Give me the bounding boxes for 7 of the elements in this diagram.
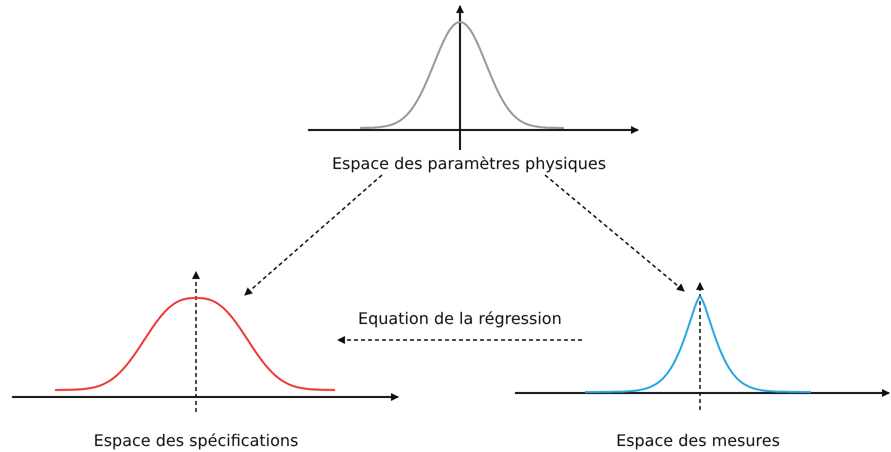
node-caption: Espace des spécifications xyxy=(92,431,300,450)
arrow xyxy=(244,174,382,296)
distribution-plot xyxy=(55,294,337,450)
arrow xyxy=(544,174,685,292)
arrow xyxy=(337,336,582,344)
node-caption: Espace des mesures xyxy=(615,431,781,450)
node-caption: Espace des paramètres physiques xyxy=(330,154,608,173)
